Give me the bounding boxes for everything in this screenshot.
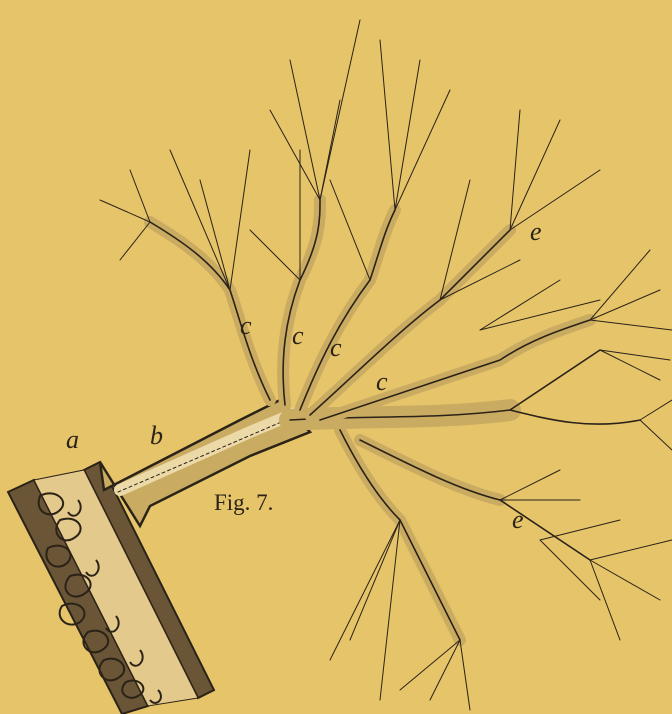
label-c-2: c (292, 321, 304, 350)
label-c-4: c (376, 367, 388, 396)
figure-caption: Fig. 7. (214, 490, 273, 515)
label-c-3: c (330, 333, 342, 362)
label-b: b (150, 421, 163, 450)
label-e-1: e (530, 217, 542, 246)
vessel-wall (8, 462, 214, 714)
branch-trunk (100, 400, 510, 526)
label-c-1: c (240, 311, 252, 340)
branches-upper (100, 20, 672, 710)
label-a: a (66, 425, 79, 454)
label-e-2: e (512, 505, 524, 534)
